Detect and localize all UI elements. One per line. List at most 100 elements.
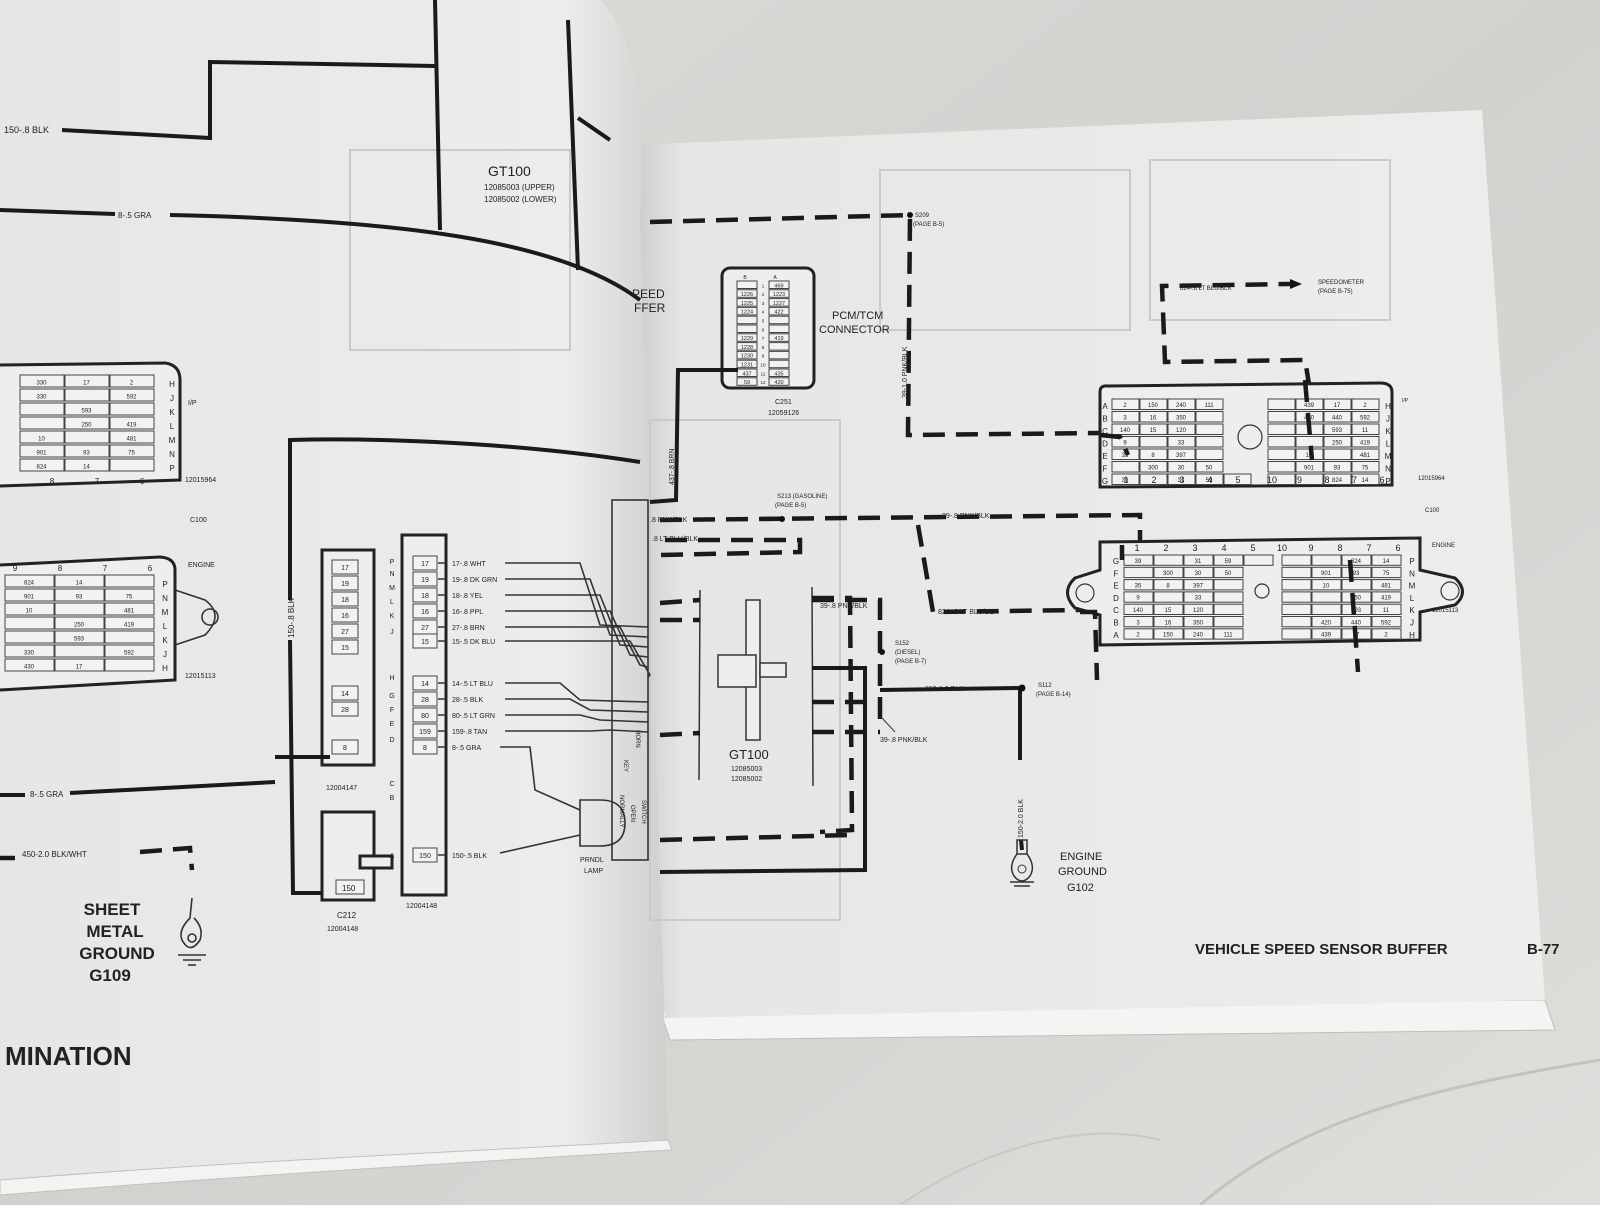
c100u-left-pin-number: 350 xyxy=(1176,416,1187,422)
s152-label: S152 xyxy=(895,641,910,647)
c147-cavity xyxy=(331,591,359,607)
c147-pin-number: 18 xyxy=(341,597,349,604)
pcm-pin-number: 1224 xyxy=(741,310,753,316)
column-number: 2 xyxy=(1163,543,1168,553)
prndl-label-1: PRNDL xyxy=(580,857,604,864)
c100u-left-pin-number: 30 xyxy=(1178,466,1185,472)
eng-cavity xyxy=(104,630,155,644)
c100u-left-cavity xyxy=(1111,473,1140,485)
c147-pin-number: 16 xyxy=(341,613,349,620)
splice-s112 xyxy=(1018,684,1026,692)
c100u-right-cavity xyxy=(1351,398,1380,410)
c100u-right-cavity xyxy=(1351,473,1380,485)
column-header: B xyxy=(743,275,747,281)
column-number: 8 xyxy=(1337,543,1342,553)
eng-cavity xyxy=(104,644,155,658)
row-letter: B xyxy=(1102,415,1107,424)
c100l-left-cavity xyxy=(1183,603,1214,616)
wire-label-150-2.0: 150-2.0 BLK xyxy=(1018,799,1025,838)
engine-part-number: 12015113 xyxy=(185,673,216,680)
c100l-left-cavity xyxy=(1183,591,1214,603)
c100l-right-cavity xyxy=(1311,628,1342,640)
c100l-right-cavity xyxy=(1281,591,1312,603)
wire xyxy=(438,698,649,713)
row-letter: M xyxy=(169,436,176,445)
pcm-cavity xyxy=(736,298,758,307)
ip-cavity xyxy=(19,444,65,458)
c100l-left-pin-number: 120 xyxy=(1193,608,1204,614)
c100l-left-pin-number: 111 xyxy=(1223,633,1233,639)
c100l-right-cavity xyxy=(1371,566,1402,579)
wire-label-39-bottom: 39-.8 PNK/BLK xyxy=(880,737,928,744)
pcm-pin-number: 422 xyxy=(774,310,783,316)
c148-pin-number: 27 xyxy=(421,625,429,632)
c100l-right-pin-number: 2 xyxy=(1384,633,1388,639)
ground-label-line2: METAL xyxy=(86,922,143,941)
pcm-name: C251 xyxy=(775,399,792,406)
row-letter: E xyxy=(1113,582,1118,591)
c100l-left-cavity xyxy=(1213,591,1244,603)
c100u-right-pin-number: 11 xyxy=(1362,428,1369,434)
eng-pin-number: 75 xyxy=(126,595,133,601)
row-letter: H xyxy=(162,664,168,673)
pcm-pin-number: 1230 xyxy=(741,354,753,360)
sheet-metal-ground-icon xyxy=(178,897,206,966)
wire-label: 27-.8 BRN xyxy=(452,625,485,632)
c100u-right-cavity xyxy=(1323,448,1352,460)
ip-pin-number: 592 xyxy=(126,395,137,401)
pcm-pin-number: 1228 xyxy=(741,345,753,351)
gt100-title-left: GT100 xyxy=(488,163,531,179)
s112-label: S112 xyxy=(1038,683,1052,689)
c100l-right-cavity xyxy=(1341,566,1372,579)
c100l-left-pin-number: 39 xyxy=(1135,559,1142,565)
pin-letter: J xyxy=(390,629,394,636)
c100l-label: ENGINE xyxy=(1432,543,1455,549)
pcm-cavity xyxy=(736,359,758,369)
s152-diesel: (DIESEL) xyxy=(895,650,920,656)
c100u-left-cavity xyxy=(1111,436,1140,448)
c100u-right-cavity xyxy=(1267,423,1296,435)
c100u-part: 12015964 xyxy=(1418,476,1445,482)
column-number: 5 xyxy=(1235,475,1240,485)
gt100-title: GT100 xyxy=(729,747,769,762)
c100l-right-cavity xyxy=(1311,603,1342,616)
c100l-left-pin-number: 31 xyxy=(1195,559,1202,565)
ip-pin-number: 901 xyxy=(36,451,47,457)
pcm-cavity xyxy=(736,315,758,325)
row-letter: E xyxy=(1102,452,1107,461)
ip-pin-number: 93 xyxy=(83,451,90,457)
ip-part-number: 12015964 xyxy=(185,477,216,484)
ip-cavity xyxy=(19,374,65,388)
c100u-right-cavity xyxy=(1295,473,1324,485)
c100u-right-pin-number: 93 xyxy=(1334,466,1341,472)
pcm-row-number: 12 xyxy=(760,380,766,385)
c100l-left-cavity xyxy=(1243,554,1274,566)
c100l-left-cavity xyxy=(1213,566,1244,579)
wire-label-8-gra-bottom: 8-.5 GRA xyxy=(30,790,64,799)
row-letter: H xyxy=(1385,402,1391,411)
c147-cavity xyxy=(331,559,359,575)
c148-pin-number: 150 xyxy=(419,853,431,860)
c100u-left-pin-number: 35 xyxy=(1122,453,1129,459)
c100l-right-cavity xyxy=(1311,591,1342,603)
pcm-pin-number: 435 xyxy=(774,371,783,377)
eng-cavity xyxy=(4,602,55,616)
column-number: 9 xyxy=(1308,543,1313,553)
wire-label-ltblu-left: .8 LT BLU/BLK xyxy=(652,536,698,543)
c100u-right-cavity xyxy=(1267,448,1296,460)
column-number: 5 xyxy=(1250,543,1255,553)
connector-12004148-part: 12004148 xyxy=(406,903,437,910)
row-letter: B xyxy=(1113,619,1118,628)
wire-label-8-gra-top: 8-.5 GRA xyxy=(118,211,152,220)
row-letter: L xyxy=(1410,594,1415,603)
eng-cavity xyxy=(104,616,155,630)
c100u-left-cavity xyxy=(1167,436,1196,448)
c100u-right-cavity xyxy=(1267,411,1296,423)
c100l-left-cavity xyxy=(1153,603,1184,616)
c100l-left-pin-number: 30 xyxy=(1195,571,1202,577)
pcm-row-number: 8 xyxy=(762,345,765,350)
pcm-cavity xyxy=(736,342,758,351)
c100l-left-cavity xyxy=(1153,554,1184,566)
pcm-row-number: 10 xyxy=(760,363,766,368)
